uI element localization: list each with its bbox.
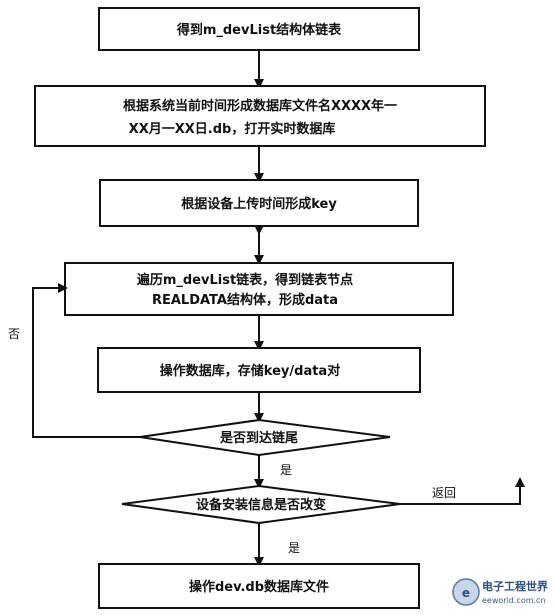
label-return: 返回 xyxy=(432,486,456,500)
label-yes-2: 是 xyxy=(288,541,300,555)
box-get-list xyxy=(98,7,420,51)
decision-end-of-list-text: 是否到达链尾 xyxy=(219,430,298,446)
loop-back-no xyxy=(32,283,140,438)
label-no: 否 xyxy=(8,327,20,341)
box-db-name-line1: 根据系统当前时间形成数据库文件名XXXX年一 xyxy=(123,98,397,114)
box-traverse-line2: REALDATA结构体，形成data xyxy=(152,292,338,308)
box-db-name xyxy=(34,85,486,147)
eeworld-site-text: eeworld.com.cn xyxy=(482,596,546,605)
box-dev-db-text: 操作dev.db数据库文件 xyxy=(189,579,329,595)
box-get-list-text: 得到m_devList结构体链表 xyxy=(176,22,342,38)
box-traverse xyxy=(64,262,454,316)
box-dev-db xyxy=(98,563,420,609)
eeworld-logo-glyph: e xyxy=(462,586,470,600)
eeworld-logo: e 电子工程世界 eeworld.com.cn xyxy=(452,578,548,606)
box-traverse-line1: 遍历m_devList链表，得到链表节点 xyxy=(136,272,353,288)
decision-device-changed-text: 设备安装信息是否改变 xyxy=(196,497,326,513)
return-branch xyxy=(400,477,525,505)
box-store xyxy=(97,347,421,393)
box-form-key xyxy=(99,179,419,227)
box-db-name-line2: XX月一XX日.db，打开实时数据库 xyxy=(129,121,336,137)
box-form-key-text: 根据设备上传时间形成key xyxy=(181,196,337,212)
decision-end-of-list xyxy=(139,418,391,457)
box-store-text: 操作数据库，存储key/data对 xyxy=(160,363,340,379)
label-yes-1: 是 xyxy=(280,463,292,477)
eeworld-logo-mark xyxy=(452,578,480,606)
eeworld-logo-text: 电子工程世界 xyxy=(482,579,548,593)
